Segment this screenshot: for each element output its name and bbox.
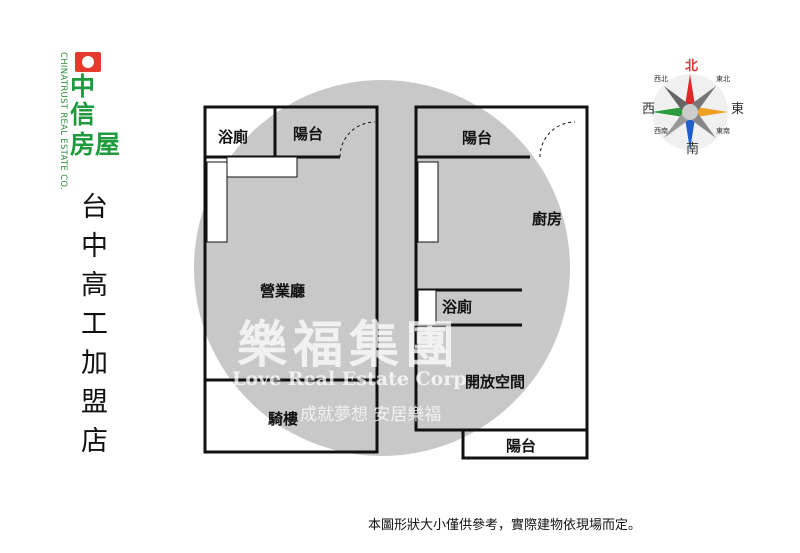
- logo-english: CHINATRUST REAL ESTATE CO.: [58, 52, 68, 190]
- watermark-title: 樂福集團: [237, 316, 461, 374]
- room-arcade: 騎樓: [268, 410, 299, 428]
- compass-east: 東: [731, 102, 745, 117]
- compass-rose-icon: [652, 74, 728, 150]
- compass-west: 西: [642, 102, 656, 117]
- compass-northwest: 西北: [654, 75, 668, 83]
- compass-south: 南: [686, 142, 700, 157]
- disclaimer-note: 本圖形狀大小僅供參考，實際建物依現場而定。: [368, 518, 642, 533]
- room-balcony-2: 陽台: [462, 129, 493, 147]
- room-balcony-3: 陽台: [506, 437, 537, 455]
- branch-name: 台中高工加盟店: [76, 192, 107, 465]
- compass-northeast: 東北: [716, 75, 730, 83]
- room-business-hall: 營業廳: [260, 282, 306, 300]
- floor2-walls: [414, 105, 589, 432]
- floor1-walls: [203, 105, 379, 454]
- room-balcony-1: 陽台: [293, 125, 324, 143]
- watermark-english: Love Real Estate Corp: [232, 368, 467, 390]
- logo-char: 房屋: [70, 130, 121, 159]
- compass-southeast: 東南: [716, 127, 730, 135]
- watermark-slogan: 成就夢想 安居樂福: [300, 405, 442, 425]
- room-kitchen: 廚房: [532, 210, 563, 228]
- room-open-space: 開放空間: [465, 373, 526, 391]
- logo-char: 信: [70, 100, 96, 129]
- compass-southwest: 西南: [654, 127, 668, 135]
- logo-char: 中: [70, 72, 96, 101]
- room-bathroom-2: 浴廁: [442, 298, 473, 316]
- compass-north: 北: [685, 59, 699, 74]
- room-bathroom-1: 浴廁: [218, 128, 249, 146]
- logo-emblem: [75, 52, 101, 72]
